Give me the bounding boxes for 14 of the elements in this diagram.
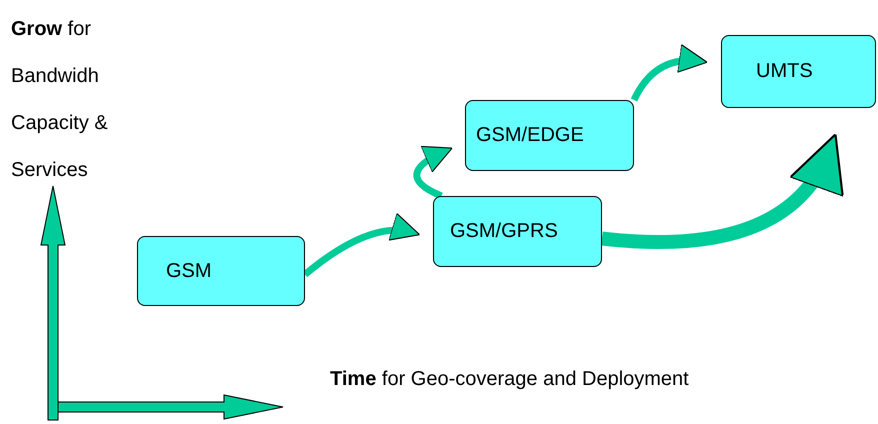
technology-box — [465, 100, 634, 171]
vertical-axis-label: Grow for Bandwidh Capacity & Services — [11, 17, 109, 183]
curved-arrow — [302, 214, 420, 278]
curved-arrow — [413, 146, 453, 200]
technology-name: GSM/GPRS — [450, 220, 558, 243]
technology-box — [433, 196, 602, 267]
technology-name: GSM/EDGE — [476, 124, 584, 147]
curved-arrow — [601, 134, 841, 249]
technology-name: UMTS — [756, 60, 813, 83]
horizontal-axis-label: Time for Geo-coverage and Deployment — [330, 367, 690, 391]
curved-arrow — [630, 44, 708, 102]
technology-box — [721, 35, 876, 108]
technology-name: GSM — [166, 260, 212, 282]
technology-box — [137, 236, 305, 306]
